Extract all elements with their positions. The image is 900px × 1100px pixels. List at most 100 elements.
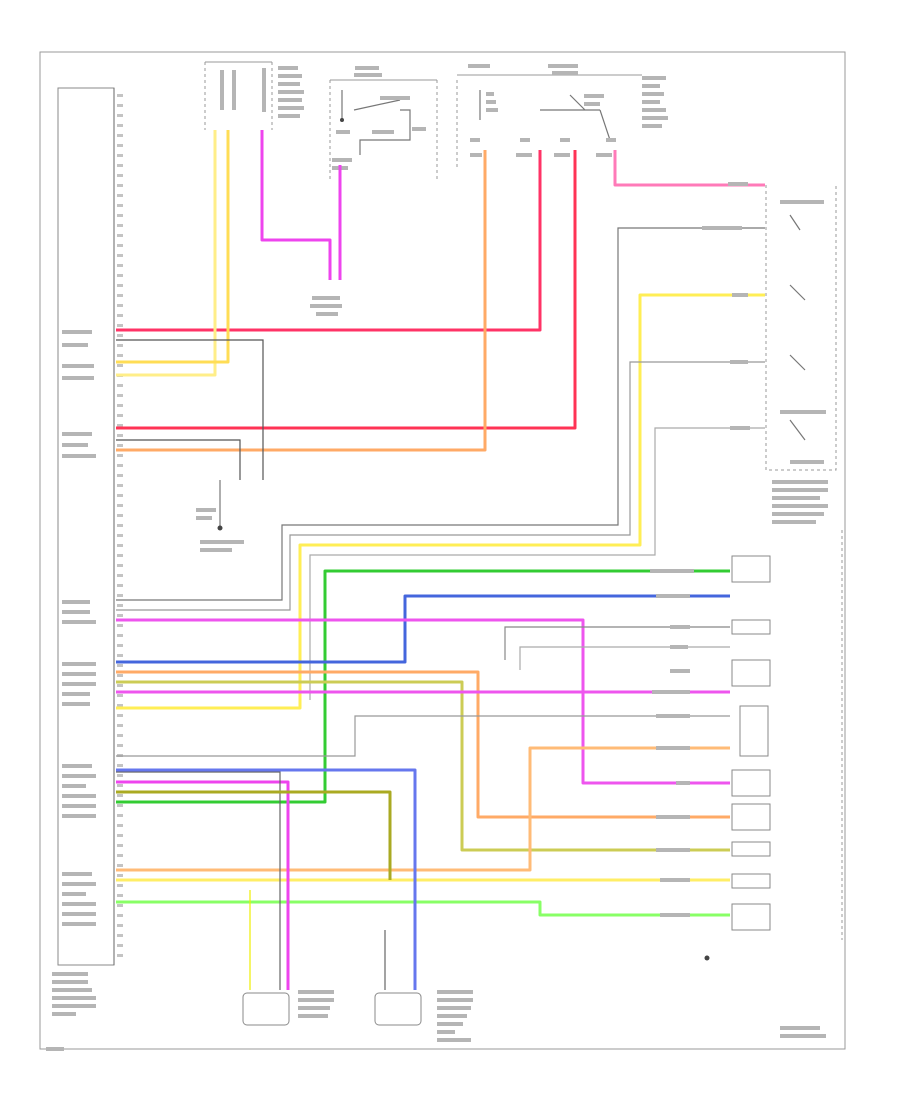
wire-yellow-b <box>116 130 230 364</box>
pin-number-mark <box>117 434 123 437</box>
splice-pack-label <box>310 296 342 316</box>
pin-number-mark <box>117 354 123 357</box>
wire-gray-range-1 <box>116 227 765 601</box>
pin-number-mark <box>117 694 123 697</box>
pin-number-mark <box>117 524 123 527</box>
wire-magenta-sensor <box>116 780 290 990</box>
pin-number-mark <box>117 624 123 627</box>
ground-symbol <box>196 480 710 961</box>
pin-number-mark <box>117 774 123 777</box>
pin-number-mark <box>117 274 123 277</box>
pin-number-mark <box>117 254 123 257</box>
pin-number-mark <box>117 704 123 707</box>
wire-pink-fuse <box>613 150 765 187</box>
pin-number-mark <box>117 124 123 127</box>
pin-number-mark <box>117 344 123 347</box>
pin-number-mark <box>117 724 123 727</box>
wire-gray-range-3 <box>309 427 765 700</box>
wire-magenta-splice <box>260 130 332 280</box>
wire-olive-sensor <box>116 790 392 880</box>
tcm-pin-numbers <box>117 94 123 957</box>
pin-number-mark <box>117 914 123 917</box>
pin-number-mark <box>117 664 123 667</box>
wire-color-codes-right <box>650 182 750 917</box>
wire-yellow-range <box>116 293 765 710</box>
pin-number-mark <box>117 404 123 407</box>
pin-number-mark <box>117 554 123 557</box>
pin-number-mark <box>117 534 123 537</box>
pin-number-mark <box>117 504 123 507</box>
tcm-circuit-labels <box>52 330 96 1016</box>
pin-number-mark <box>117 854 123 857</box>
pin-number-mark <box>117 514 123 517</box>
pin-number-mark <box>117 304 123 307</box>
pin-number-mark <box>117 954 123 957</box>
wire-gray-range-2 <box>116 361 765 611</box>
diagram-border <box>39 51 846 1050</box>
wire-red-1 <box>116 150 577 430</box>
pin-number-mark <box>117 884 123 887</box>
pin-number-mark <box>117 594 123 597</box>
pin-number-mark <box>117 794 123 797</box>
pin-number-mark <box>117 214 123 217</box>
wire-orange-lower <box>116 670 730 819</box>
pin-number-mark <box>117 934 123 937</box>
pin-number-mark <box>117 564 123 567</box>
pin-number-mark <box>117 204 123 207</box>
pin-number-mark <box>117 334 123 337</box>
ignition-switch <box>329 66 438 180</box>
pin-number-mark <box>117 584 123 587</box>
pin-number-mark <box>117 384 123 387</box>
pin-number-mark <box>117 114 123 117</box>
pin-number-mark <box>117 164 123 167</box>
pin-number-mark <box>117 314 123 317</box>
automatic-transmission-solenoids <box>731 530 843 940</box>
pin-number-mark <box>117 874 123 877</box>
wire-harness <box>116 130 765 990</box>
pin-number-mark <box>117 784 123 787</box>
wire-red-2 <box>116 150 542 332</box>
pin-number-mark <box>117 424 123 427</box>
pin-number-mark <box>117 764 123 767</box>
wire-orange-junction <box>116 746 730 872</box>
output-speed-sensor <box>242 990 334 1026</box>
pin-number-mark <box>117 814 123 817</box>
pin-number-mark <box>117 734 123 737</box>
pin-number-mark <box>117 674 123 677</box>
pin-number-mark <box>117 804 123 807</box>
wire-orange-top <box>116 150 487 452</box>
pin-number-mark <box>117 654 123 657</box>
wire-olive <box>116 680 730 852</box>
pin-number-mark <box>117 144 123 147</box>
wire-gray-shift-b <box>519 646 730 670</box>
wire-gray-junction <box>116 715 730 757</box>
pin-number-mark <box>117 924 123 927</box>
pin-number-mark <box>117 184 123 187</box>
pin-number-mark <box>117 234 123 237</box>
pin-number-mark <box>117 744 123 747</box>
pin-number-mark <box>117 834 123 837</box>
pin-number-mark <box>117 394 123 397</box>
pin-number-mark <box>117 134 123 137</box>
pin-number-mark <box>117 284 123 287</box>
pin-number-mark <box>117 364 123 367</box>
pin-number-mark <box>117 444 123 447</box>
wire-lightgreen <box>116 900 730 917</box>
pin-number-mark <box>117 294 123 297</box>
wire-black-white <box>116 339 264 480</box>
pin-number-mark <box>117 174 123 177</box>
pin-number-mark <box>117 544 123 547</box>
wire-green <box>116 569 730 804</box>
automatic-transmission-label <box>46 1026 826 1051</box>
wire-blue-sensor <box>116 768 417 990</box>
fuse-block-top-left <box>204 61 304 130</box>
pin-number-mark <box>117 154 123 157</box>
pin-number-mark <box>117 894 123 897</box>
pin-number-mark <box>117 264 123 267</box>
pin-number-mark <box>117 614 123 617</box>
pin-number-mark <box>117 454 123 457</box>
pin-number-mark <box>117 494 123 497</box>
pin-number-mark <box>117 474 123 477</box>
pin-number-mark <box>117 644 123 647</box>
